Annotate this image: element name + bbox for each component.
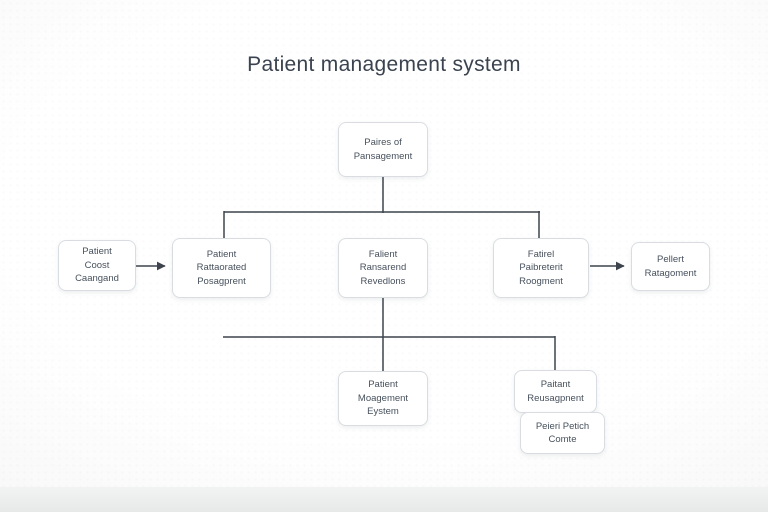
node-label-line: Pellert — [657, 254, 684, 266]
node-label-line: Reusagpnent — [527, 392, 584, 404]
node-bottom-right: Paitant Reusagpnent — [514, 370, 597, 413]
node-label-line: Fatirel — [527, 248, 555, 260]
node-label-line: Falient — [368, 248, 398, 260]
node-label-line: Peieri Petich — [535, 420, 590, 432]
node-label-line: Posagprent — [197, 275, 246, 287]
node-child-left: Patient Rattaorated Posagprent — [172, 238, 271, 298]
node-label-line: Patient — [206, 248, 237, 260]
node-label-line: Paibreterit — [519, 262, 563, 274]
node-bottom-right-2: Peieri Petich Comte — [520, 412, 605, 454]
node-label-line: Coost — [84, 259, 110, 271]
page-title: Patient management system — [247, 53, 521, 76]
node-child-right: Fatirel Paibreterit Roogment — [493, 238, 589, 298]
node-label-line: Paires of — [364, 137, 402, 149]
node-label-line: Ratagoment — [644, 267, 697, 279]
node-label-line: Patient — [82, 246, 112, 258]
node-label-line: Moagement — [357, 392, 409, 404]
node-label-line: Eystem — [367, 406, 399, 418]
node-label-line: Comte — [548, 434, 577, 445]
node-label-line: Revedlons — [360, 275, 406, 287]
node-label-line: Rattaorated — [196, 262, 247, 274]
node-label-line: Ransarend — [359, 262, 407, 274]
node-label-line: Paitant — [540, 379, 571, 391]
node-label-line: Roogment — [519, 275, 563, 287]
node-label-line: Caangand — [75, 273, 119, 285]
node-root: Paires of Pansagement — [338, 122, 428, 177]
footer-strip — [0, 487, 768, 512]
node-child-center: Falient Ransarend Revedlons — [338, 238, 428, 298]
node-bottom-center: Patient Moagement Eystem — [338, 371, 428, 426]
node-left-outer: Patient Coost Caangand — [58, 240, 136, 291]
node-label-line: Pansagement — [353, 150, 413, 162]
node-label-line: Patient — [368, 379, 398, 391]
node-right-outer: Pellert Ratagoment — [631, 242, 710, 291]
